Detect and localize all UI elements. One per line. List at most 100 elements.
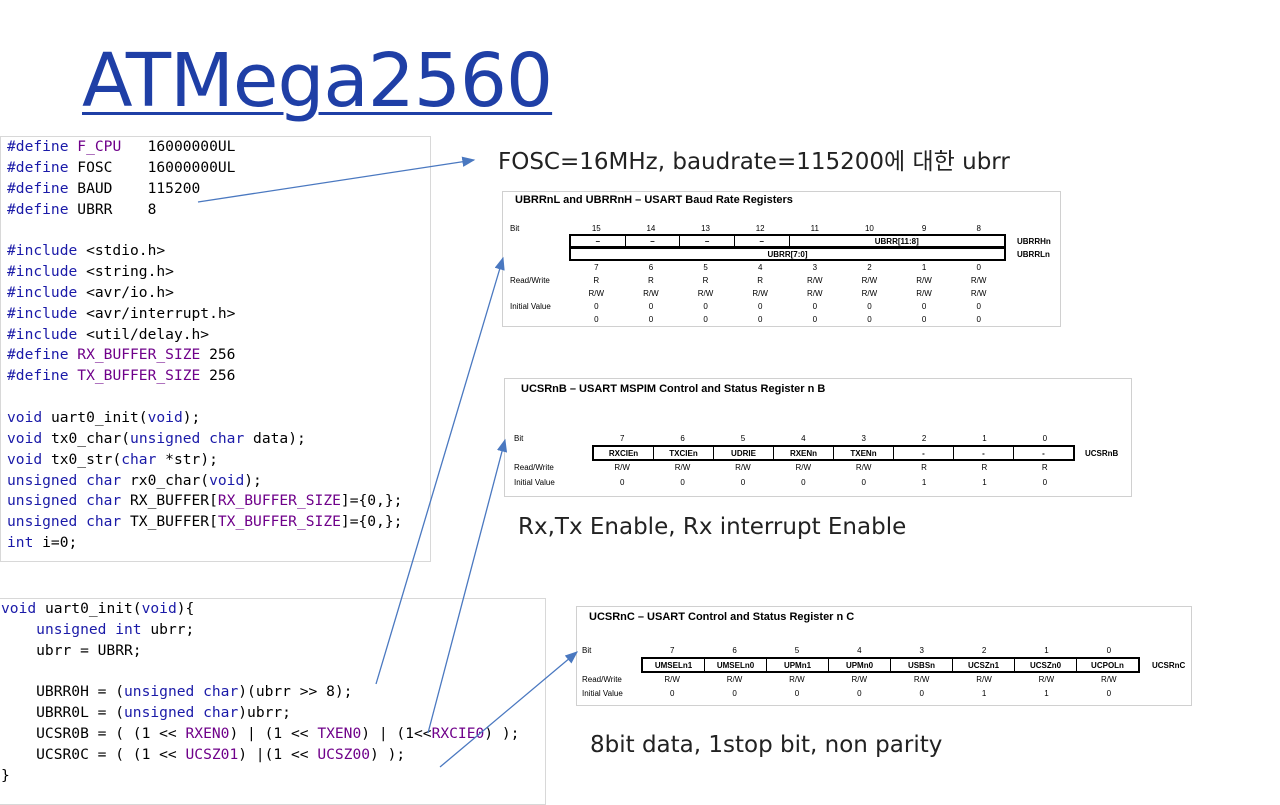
bit-number: 15	[591, 224, 601, 233]
code-token: ]={0,};	[340, 492, 403, 510]
code-token: <stdio.h>	[86, 242, 166, 260]
ucsrb-name: UCSRnB	[1085, 449, 1119, 458]
code-token: RX_BUFFER[	[121, 492, 218, 510]
code-token: unsigned char	[124, 704, 239, 722]
rw-value: R/W	[752, 289, 768, 298]
code-line: #define F_CPU 16000000UL	[7, 137, 402, 158]
rw-value: R/W	[726, 675, 743, 684]
code-token: }	[1, 766, 10, 784]
code-line: }	[1, 766, 519, 787]
rw-value: R/W	[735, 463, 751, 472]
ucsrb-init-label: Initial Value	[514, 478, 555, 487]
code-token: void	[7, 408, 43, 426]
code-line: UBRR0L = (unsigned char)ubrr;	[1, 703, 519, 724]
bit-number: 13	[701, 224, 711, 233]
code-token: <avr/io.h>	[86, 283, 174, 301]
init-value: 0	[703, 302, 708, 311]
bit-number: 3	[812, 263, 818, 272]
ucsrc-bit-label: Bit	[582, 646, 592, 655]
init-value: 0	[648, 302, 654, 311]
code-token: <util/delay.h>	[86, 325, 210, 343]
bit-number: 2	[981, 646, 987, 655]
ucsrb-bit-label: Bit	[514, 434, 524, 443]
register-bit-name: UCSZn1	[952, 659, 1014, 671]
code-token: RXEN0	[185, 725, 230, 743]
bit-number: 5	[703, 263, 708, 272]
code-token: rx0_char(	[121, 471, 210, 489]
code-token: UCSZ00	[317, 745, 371, 763]
ubrr-init-label: Initial Value	[510, 302, 551, 311]
ubrr-bit-12: –	[733, 236, 789, 246]
register-bit-name: UDRIE	[713, 447, 773, 459]
code-token: #define	[7, 179, 78, 197]
code-panel-top: #define F_CPU 16000000UL#define FOSC 160…	[0, 136, 431, 562]
rw-value: R/W	[588, 289, 605, 298]
register-bit-name: UPMn1	[766, 659, 828, 671]
code-line: void tx0_str(char *str);	[7, 450, 402, 471]
ubrr-bit-14: –	[624, 236, 680, 246]
code-line: #define FOSC 16000000UL	[7, 158, 402, 179]
code-token: unsigned char	[7, 492, 122, 510]
code-panel-bottom: void uart0_init(void){ unsigned int ubrr…	[0, 598, 546, 805]
bit-number: 4	[857, 646, 862, 655]
ubrr-high-name: UBRRHn	[1017, 237, 1051, 246]
init-value: 0	[757, 302, 763, 311]
register-bit-name: TXCIEn	[653, 447, 713, 459]
code-token: #include	[7, 304, 87, 322]
code-line: UCSR0C = ( (1 << UCSZ01) |(1 << UCSZ00) …	[1, 745, 519, 766]
code-token: ) | (1<<	[361, 725, 432, 743]
register-bit-name: -	[893, 447, 953, 459]
code-token: FOSC	[77, 158, 113, 176]
rw-value: R/W	[913, 675, 930, 684]
register-bit-name: UPMn0	[828, 659, 890, 671]
code-token: unsigned char	[130, 429, 245, 447]
register-bit-name: -	[953, 447, 1013, 459]
code-line: UCSR0B = ( (1 << RXEN0) | (1 << TXEN0) |…	[1, 724, 519, 745]
init-value: 0	[794, 689, 800, 698]
code-token: unsigned char	[124, 683, 239, 701]
code-token: UBRR	[77, 200, 113, 218]
init-value: 0	[703, 315, 708, 324]
init-value: 0	[594, 302, 599, 311]
bit-number: 2	[867, 263, 872, 272]
rw-value: R	[648, 276, 654, 285]
ubrr-bits-11-8: UBRR[11:8]	[788, 236, 1005, 246]
rw-value: R/W	[789, 675, 805, 684]
bit-number: 6	[648, 263, 654, 272]
code-token: TX_BUFFER[	[121, 513, 218, 531]
init-value: 0	[812, 302, 818, 311]
init-value: 0	[680, 478, 685, 487]
code-token: 16000000UL	[121, 138, 236, 155]
code-token: UBRR0L = (	[1, 704, 125, 722]
code-token: UCSZ01	[185, 745, 239, 763]
code-token: void	[7, 429, 43, 447]
code-block-uart-init: void uart0_init(void){ unsigned int ubrr…	[1, 599, 519, 787]
code-line: #include <string.h>	[7, 262, 402, 283]
init-value: 0	[812, 315, 818, 324]
init-value: 0	[867, 302, 872, 311]
register-bit-name: UMSELn1	[654, 660, 693, 670]
code-token: tx0_str(	[42, 450, 122, 468]
code-line: int i=0;	[7, 533, 402, 554]
code-token: void	[209, 471, 245, 489]
rw-value: R/W	[807, 289, 823, 298]
rw-value: R	[981, 463, 988, 472]
register-bit-name: TXENn	[833, 447, 893, 459]
code-token: )ubrr;	[238, 704, 291, 722]
ucsrc-init-label: Initial Value	[582, 689, 623, 698]
init-value: 0	[801, 478, 806, 487]
bit-number: 4	[757, 263, 763, 272]
code-line: #include <stdio.h>	[7, 241, 402, 262]
bit-number: 1	[921, 263, 927, 272]
code-line: void tx0_char(unsigned char data);	[7, 429, 402, 450]
ucsrc-register-figure: UCSRnC – USART Control and Status Regist…	[576, 606, 1192, 706]
ubrr-register-title: UBRRnL and UBRRnH – USART Baud Rate Regi…	[515, 194, 793, 206]
code-line: ubrr = UBRR;	[1, 641, 519, 662]
init-value: 0	[861, 478, 866, 487]
bit-number: 0	[976, 263, 981, 272]
rw-value: R/W	[643, 289, 659, 298]
code-token: RX_BUFFER_SIZE	[77, 346, 201, 364]
code-token: 8	[112, 200, 157, 218]
code-token: RXCIE0	[431, 725, 485, 743]
bit-number: 3	[861, 434, 866, 443]
